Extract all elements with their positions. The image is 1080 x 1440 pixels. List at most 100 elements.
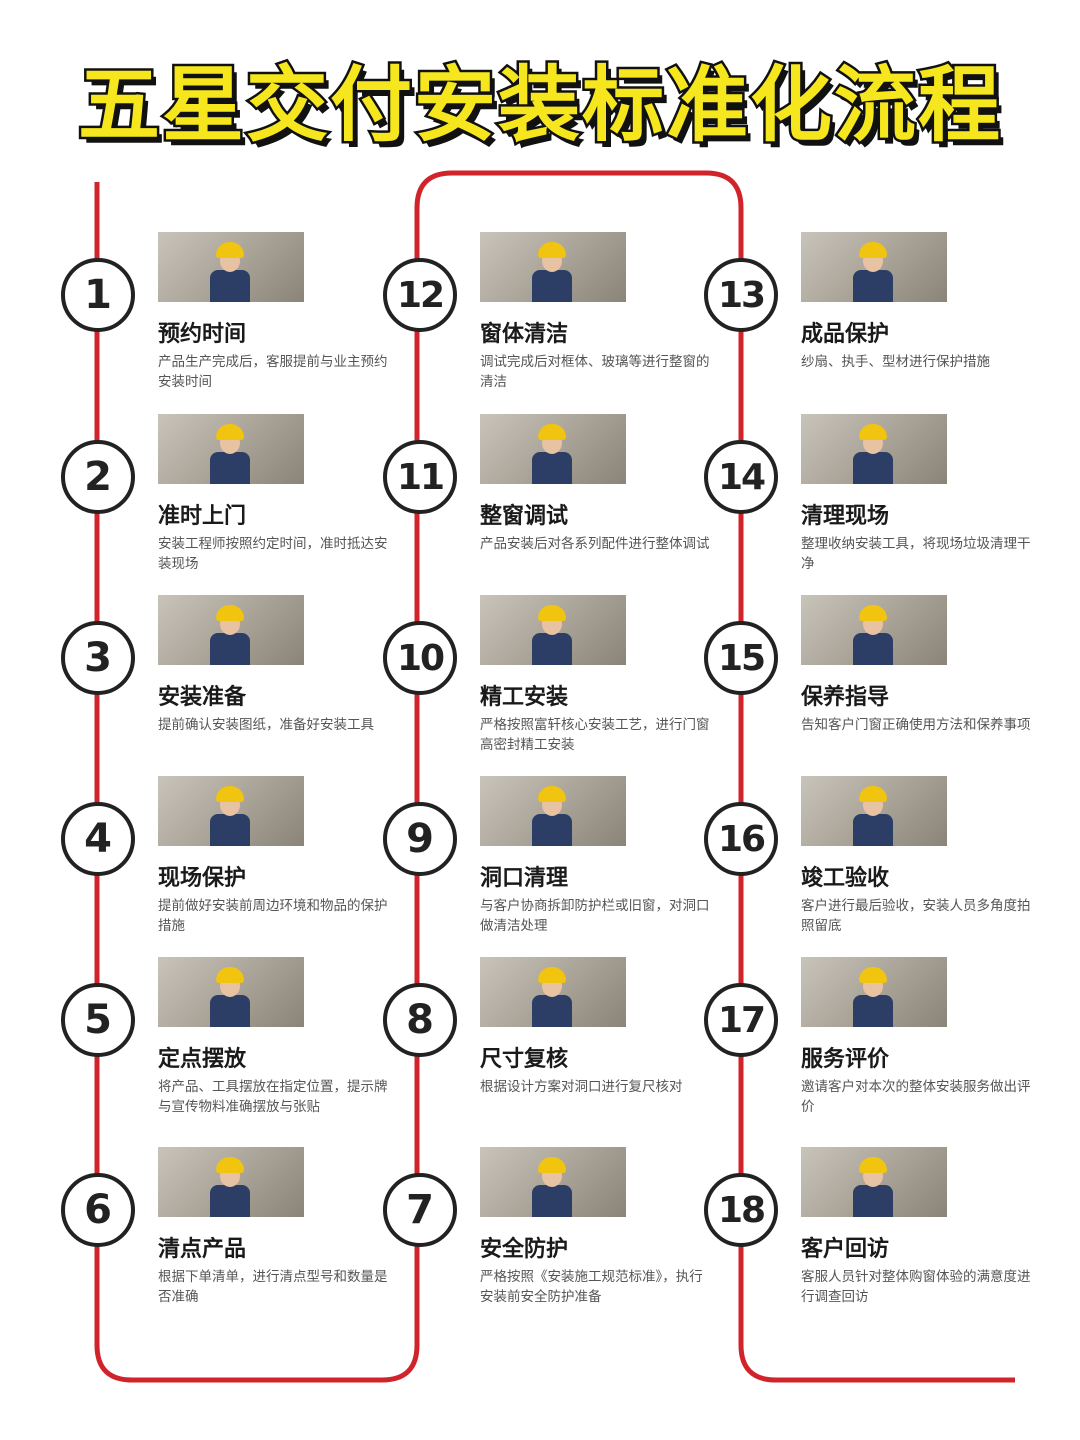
step-number-circle: 16: [704, 802, 778, 876]
photo-hardhat: [216, 967, 244, 983]
step-number-circle: 4: [61, 802, 135, 876]
step-description: 整理收纳安装工具，将现场垃圾清理干净: [801, 536, 1031, 572]
step-photo: [158, 595, 304, 665]
step-description: 将产品、工具摆放在指定位置，提示牌与宣传物料准确摆放与张贴: [158, 1079, 388, 1115]
step-number-circle: 9: [383, 802, 457, 876]
step-number-circle: 10: [383, 621, 457, 695]
step-title: 准时上门: [158, 504, 247, 529]
photo-hardhat: [216, 605, 244, 621]
photo-person-body: [853, 270, 893, 302]
step-description: 与客户协商拆卸防护栏或旧窗，对洞口做清洁处理: [480, 898, 710, 934]
step-photo: [480, 414, 626, 484]
photo-hardhat: [216, 242, 244, 258]
step-title: 现场保护: [158, 866, 247, 891]
photo-person-body: [210, 995, 250, 1027]
photo-hardhat: [538, 786, 566, 802]
photo-hardhat: [859, 605, 887, 621]
step-photo: [480, 1147, 626, 1217]
step-number-circle: 7: [383, 1173, 457, 1247]
photo-person-body: [532, 270, 572, 302]
step-description: 安装工程师按照约定时间，准时抵达安装现场: [158, 536, 388, 572]
step-description: 纱扇、执手、型材进行保护措施: [801, 354, 990, 370]
step-8: 8 尺寸复核根据设计方案对洞口进行复尺核对: [383, 957, 780, 1137]
step-description: 严格按照富轩核心安装工艺，进行门窗高密封精工安装: [480, 717, 710, 753]
step-description: 根据设计方案对洞口进行复尺核对: [480, 1079, 683, 1095]
step-number-circle: 18: [704, 1173, 778, 1247]
step-title: 窗体清洁: [480, 322, 569, 347]
step-title: 整窗调试: [480, 504, 569, 529]
step-photo: [158, 776, 304, 846]
step-description: 提前确认安装图纸，准备好安装工具: [158, 717, 374, 733]
photo-person-body: [210, 270, 250, 302]
step-description: 提前做好安装前周边环境和物品的保护措施: [158, 898, 388, 934]
photo-hardhat: [538, 424, 566, 440]
photo-person-body: [853, 452, 893, 484]
step-number-circle: 11: [383, 440, 457, 514]
step-number-circle: 12: [383, 258, 457, 332]
step-description: 客户进行最后验收，安装人员多角度拍照留底: [801, 898, 1031, 934]
step-description: 告知客户门窗正确使用方法和保养事项: [801, 717, 1031, 733]
step-9: 9 洞口清理与客户协商拆卸防护栏或旧窗，对洞口做清洁处理: [383, 776, 780, 956]
step-number-circle: 6: [61, 1173, 135, 1247]
step-title: 洞口清理: [480, 866, 569, 891]
photo-hardhat: [859, 424, 887, 440]
step-photo: [801, 957, 947, 1027]
step-photo: [480, 595, 626, 665]
step-title: 尺寸复核: [480, 1047, 569, 1072]
step-description: 调试完成后对框体、玻璃等进行整窗的清洁: [480, 354, 710, 390]
photo-hardhat: [859, 967, 887, 983]
step-photo: [801, 232, 947, 302]
step-photo: [158, 232, 304, 302]
step-photo: [480, 776, 626, 846]
step-16: 16 竣工验收客户进行最后验收，安装人员多角度拍照留底: [704, 776, 1080, 956]
step-17: 17 服务评价邀请客户对本次的整体安装服务做出评价: [704, 957, 1080, 1137]
step-title: 保养指导: [801, 685, 890, 710]
photo-person-body: [532, 452, 572, 484]
photo-person-body: [210, 452, 250, 484]
step-title: 预约时间: [158, 322, 247, 347]
photo-hardhat: [859, 1157, 887, 1173]
photo-person-body: [210, 633, 250, 665]
photo-hardhat: [538, 1157, 566, 1173]
step-photo: [480, 232, 626, 302]
photo-person-body: [853, 1185, 893, 1217]
step-number-circle: 15: [704, 621, 778, 695]
step-photo: [158, 1147, 304, 1217]
step-title: 竣工验收: [801, 866, 890, 891]
step-photo: [801, 776, 947, 846]
step-number-circle: 17: [704, 983, 778, 1057]
photo-hardhat: [538, 605, 566, 621]
photo-hardhat: [859, 242, 887, 258]
photo-hardhat: [538, 967, 566, 983]
step-description: 客服人员针对整体购窗体验的满意度进行调查回访: [801, 1269, 1031, 1305]
step-description: 邀请客户对本次的整体安装服务做出评价: [801, 1079, 1031, 1115]
step-description: 产品生产完成后，客服提前与业主预约安装时间: [158, 354, 388, 390]
photo-hardhat: [538, 242, 566, 258]
step-photo: [801, 414, 947, 484]
photo-person-body: [532, 633, 572, 665]
step-title: 服务评价: [801, 1047, 890, 1072]
photo-hardhat: [216, 424, 244, 440]
step-1: 1 预约时间产品生产完成后，客服提前与业主预约安装时间: [61, 232, 458, 412]
step-photo: [158, 414, 304, 484]
photo-hardhat: [859, 786, 887, 802]
page-title: 五星交付安装标准化流程: [75, 56, 1002, 156]
step-number-circle: 2: [61, 440, 135, 514]
step-photo: [158, 957, 304, 1027]
step-12: 12 窗体清洁调试完成后对框体、玻璃等进行整窗的清洁: [383, 232, 780, 412]
photo-person-body: [532, 814, 572, 846]
photo-hardhat: [216, 786, 244, 802]
photo-person-body: [210, 1185, 250, 1217]
step-number-circle: 1: [61, 258, 135, 332]
step-number-circle: 8: [383, 983, 457, 1057]
photo-person-body: [532, 1185, 572, 1217]
step-number-circle: 14: [704, 440, 778, 514]
step-photo: [801, 1147, 947, 1217]
